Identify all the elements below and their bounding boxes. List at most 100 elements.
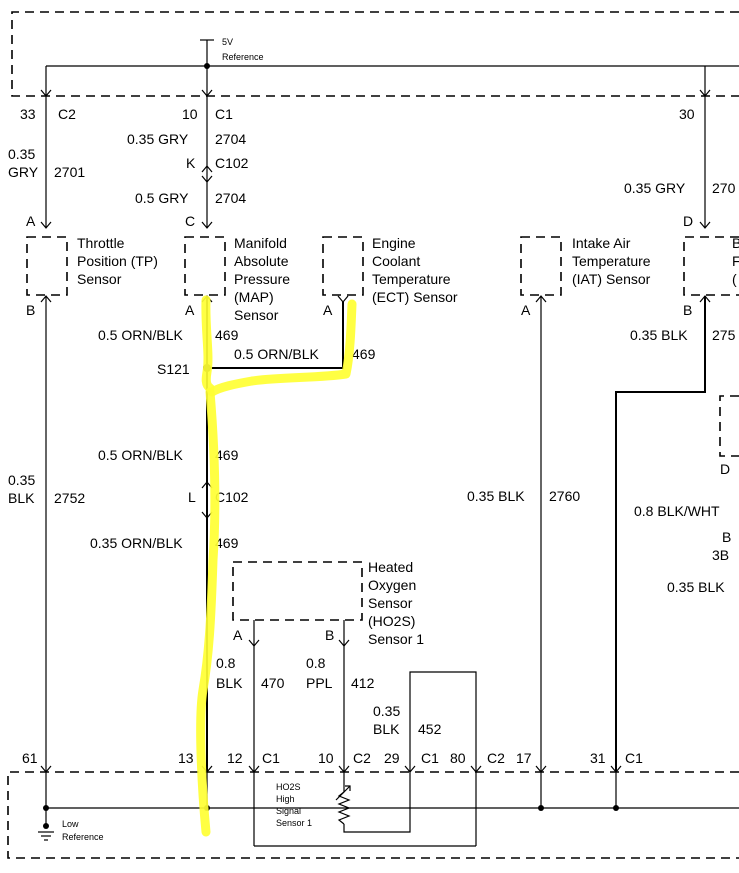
- map-low-size: 0.5 ORN/BLK: [98, 327, 183, 343]
- reference-voltage: 5V: [222, 37, 233, 47]
- pin-10: 10: [318, 750, 334, 766]
- c102-conn-2: C102: [215, 489, 249, 505]
- ho2s-internal-4: Sensor 1: [276, 818, 312, 828]
- blk-wht-size: 0.8 BLK/WHT: [634, 503, 720, 519]
- map-top-conn: C1: [215, 106, 233, 122]
- pin-17: 17: [516, 750, 532, 766]
- iat-label-1: Intake Air: [572, 235, 631, 251]
- ho2s-internal-3: Signal: [276, 806, 301, 816]
- ho2s-internal-1: HO2S: [276, 782, 301, 792]
- ect-sensor-box: [322, 236, 364, 296]
- right-ref-size: 0.35 GRY: [624, 180, 686, 196]
- right-pin-d2: D: [720, 461, 730, 477]
- tp-top-pin: 33: [20, 106, 36, 122]
- map-label-4: (MAP): [234, 289, 274, 305]
- tp-low-circuit: 2752: [54, 490, 85, 506]
- low-ref-size-2: 0.35 ORN/BLK: [90, 535, 183, 551]
- splice-label: S121: [157, 361, 190, 377]
- iat-label-3: (IAT) Sensor: [572, 271, 651, 287]
- map-label-5: Sensor: [234, 307, 279, 323]
- ground-label-1: Low: [62, 819, 79, 829]
- ho2s-label-1: Heated: [368, 559, 413, 575]
- ho2s-pin-b: B: [325, 627, 334, 643]
- right-blk-035: 0.35 BLK: [667, 579, 725, 595]
- pin-31: 31: [590, 750, 606, 766]
- map-low-circuit: 469: [215, 327, 239, 343]
- iat-low-size: 0.35 BLK: [467, 488, 525, 504]
- conn-c1-c: C1: [625, 750, 643, 766]
- ect-low-size: 0.5 ORN/BLK: [234, 346, 319, 362]
- pin-13: 13: [178, 750, 194, 766]
- highlight-map-low: [201, 295, 215, 393]
- conn-c1-b: C1: [421, 750, 439, 766]
- map-ref-circuit: 2704: [215, 131, 246, 147]
- map-top-pin: 10: [182, 106, 198, 122]
- right-low-circuit: 275: [712, 327, 736, 343]
- tp-low-color: BLK: [8, 490, 35, 506]
- conn-c2-a: C2: [353, 750, 371, 766]
- pin-b-right: B: [722, 529, 731, 545]
- tp-label-2: Position (TP): [77, 253, 158, 269]
- ho2s-label-3: Sensor: [368, 595, 413, 611]
- c102-pin-l: L: [188, 489, 196, 505]
- ect-low-circuit: 469: [352, 346, 376, 362]
- tp-pin-a: A: [26, 213, 36, 229]
- right-ref-circuit: 270: [712, 180, 736, 196]
- ecm-bottom-enclosure: [7, 771, 739, 859]
- iat-pin-a: A: [521, 302, 531, 318]
- pin-12: 12: [227, 750, 243, 766]
- iat-low-circuit: 2760: [549, 488, 580, 504]
- ho2s-sensor-box: [232, 561, 363, 621]
- right-low-size: 0.35 BLK: [630, 327, 688, 343]
- svg-text:F: F: [732, 253, 739, 269]
- highlight-low-ref: [196, 387, 220, 837]
- c452-color: BLK: [373, 721, 400, 737]
- conn-c2-b: C2: [487, 750, 505, 766]
- low-ref-size: 0.5 ORN/BLK: [98, 447, 183, 463]
- tp-ref-color: GRY: [8, 164, 39, 180]
- ho2s-label-4: (HO2S): [368, 613, 415, 629]
- ecm-top-enclosure: [11, 11, 739, 97]
- tp-top-conn: C2: [58, 106, 76, 122]
- ho2s-internal-2: High: [276, 794, 295, 804]
- right-low-wire: [615, 296, 706, 772]
- c452-size: 0.35: [373, 703, 400, 719]
- map-sensor-box: [184, 236, 226, 296]
- svg-text:(: (: [732, 271, 737, 287]
- low-ref-circuit: 469: [215, 447, 239, 463]
- circuit-452-loop: [409, 671, 477, 772]
- ho2s-b-size: 0.8: [306, 655, 326, 671]
- right-pin-d: D: [683, 213, 693, 229]
- tp-pin-b: B: [26, 302, 35, 318]
- right-top-pin: 30: [679, 106, 695, 122]
- map-ref-wire-size: 0.35 GRY: [127, 131, 189, 147]
- tp-ref-circuit: 2701: [54, 164, 85, 180]
- iat-sensor-box: [520, 236, 562, 296]
- ect-label-1: Engine: [372, 235, 416, 251]
- ect-pin-a: A: [323, 302, 333, 318]
- ho2s-a-circuit: 470: [261, 675, 285, 691]
- svg-text:B: B: [732, 235, 739, 251]
- ect-label-2: Coolant: [372, 253, 420, 269]
- ect-label-3: Temperature: [372, 271, 451, 287]
- resistor-icon: [337, 791, 351, 825]
- pin-29: 29: [384, 750, 400, 766]
- ho2s-a-size: 0.8: [216, 655, 236, 671]
- ect-label-4: (ECT) Sensor: [372, 289, 458, 305]
- ho2s-b-color: PPL: [306, 675, 333, 691]
- ho2s-pin-a: A: [233, 627, 243, 643]
- pin-3b-right: 3B: [712, 547, 729, 563]
- reference-label: Reference: [222, 52, 264, 62]
- ho2s-a-color: BLK: [216, 675, 243, 691]
- highlight-ect-low: [207, 299, 357, 397]
- map-label-3: Pressure: [234, 271, 290, 287]
- pin-61: 61: [22, 750, 38, 766]
- iat-label-2: Temperature: [572, 253, 651, 269]
- low-ref-circuit-2: 469: [215, 535, 239, 551]
- tp-label-3: Sensor: [77, 271, 122, 287]
- c452-circuit: 452: [418, 721, 442, 737]
- pin-80: 80: [450, 750, 466, 766]
- map-ref-circuit-2: 2704: [215, 190, 246, 206]
- tp-ref-size: 0.35: [8, 146, 35, 162]
